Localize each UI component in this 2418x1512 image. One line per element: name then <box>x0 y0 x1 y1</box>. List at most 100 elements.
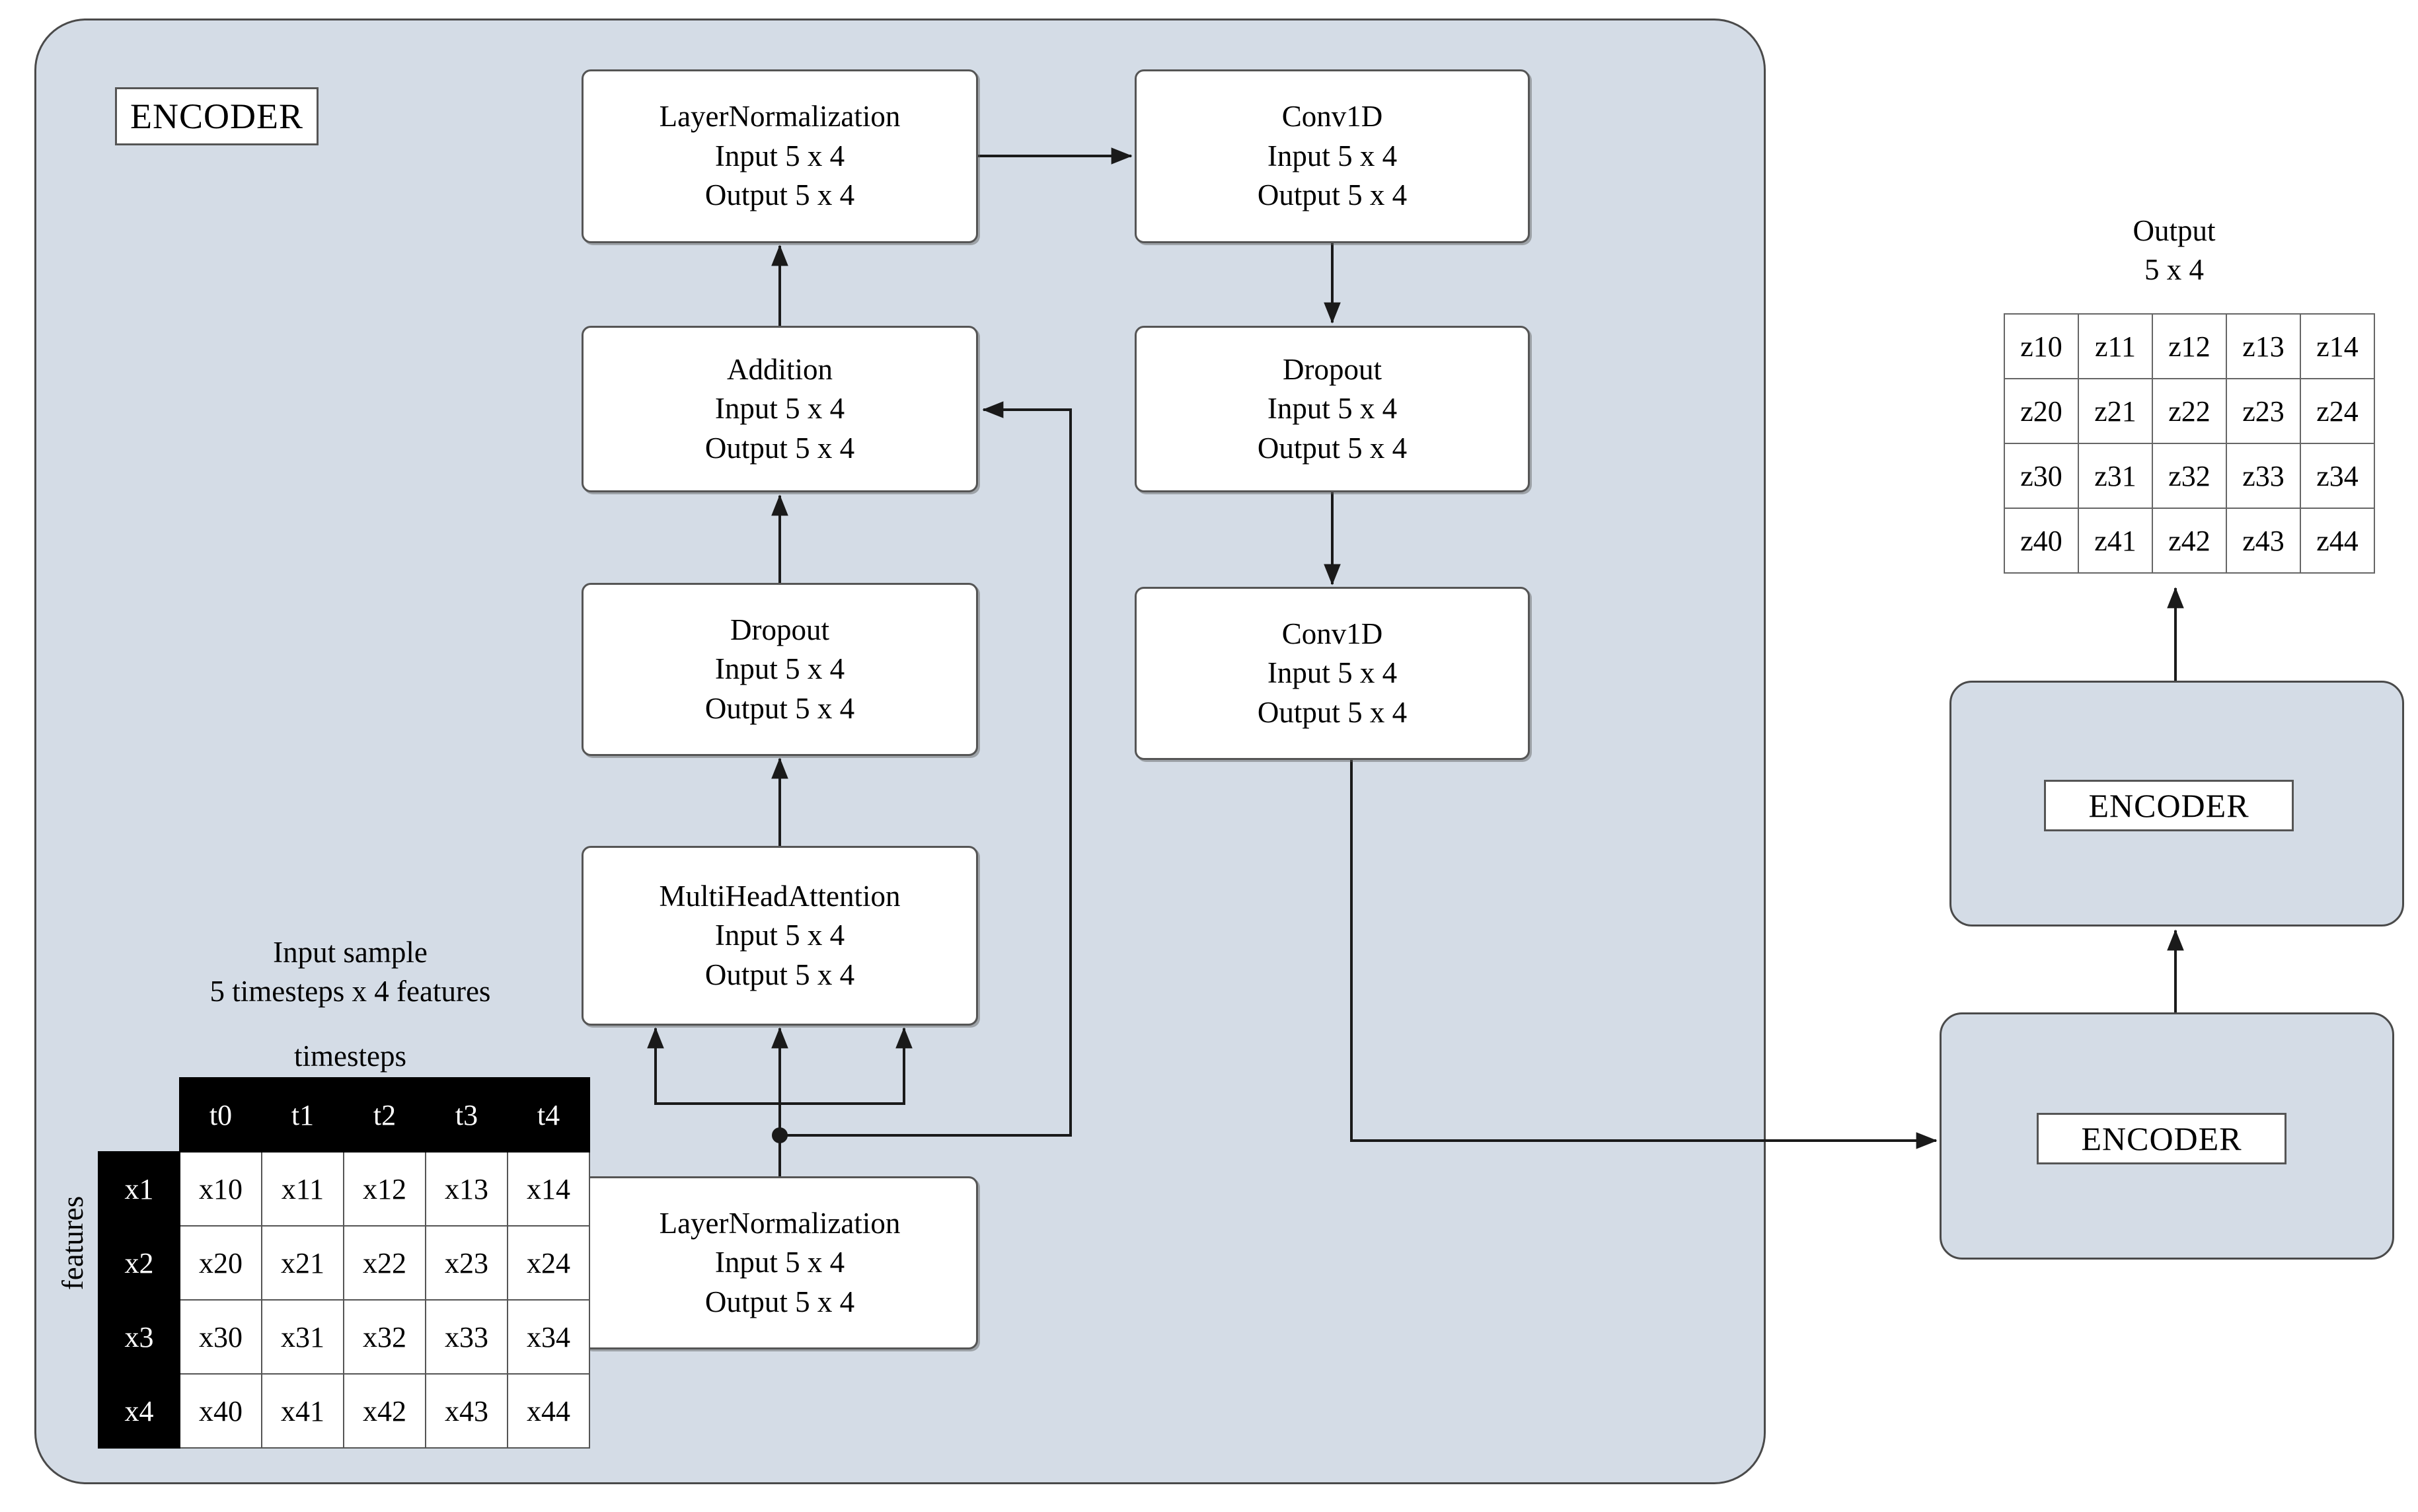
layer-input-shape: Input 5 x 4 <box>714 392 845 426</box>
output-caption-line1: Output <box>2133 214 2216 247</box>
layer-output-shape: Output 5 x 4 <box>704 1285 855 1318</box>
input-table-cell: x11 <box>261 1151 344 1227</box>
layer-input-shape: Input 5 x 4 <box>1267 392 1398 426</box>
input-table-cell: x34 <box>507 1299 590 1375</box>
layer-output-shape: Output 5 x 4 <box>704 958 855 991</box>
input-table-cell: x32 <box>343 1299 426 1375</box>
input-table-col-header-3: t3 <box>425 1077 508 1153</box>
input-sample-caption-line2: 5 timesteps x 4 features <box>209 975 491 1008</box>
input-table-cell: x13 <box>425 1151 508 1227</box>
input-table-col-header-4: t4 <box>507 1077 590 1153</box>
output-table-cell: z40 <box>2004 508 2079 574</box>
layer-title: Conv1D <box>1281 100 1383 133</box>
output-table-cell: z12 <box>2152 313 2227 379</box>
layer-input-shape: Input 5 x 4 <box>714 919 845 952</box>
input-table-cell: x30 <box>179 1299 262 1375</box>
output-table-cell: z30 <box>2004 443 2079 509</box>
output-table-cell: z23 <box>2226 378 2301 444</box>
input-table-corner <box>98 1078 180 1152</box>
input-table-cell: x24 <box>507 1225 590 1301</box>
layer-input-shape: Input 5 x 4 <box>714 652 845 686</box>
output-table-cell: z32 <box>2152 443 2227 509</box>
layer-title: MultiHeadAttention <box>659 879 901 913</box>
input-sample-caption: Input sample 5 timesteps x 4 features <box>165 933 535 1012</box>
layer-box-dropout-right[interactable]: Dropout Input 5 x 4 Output 5 x 4 <box>1135 326 1530 492</box>
encoder-main-tag: ENCODER <box>115 87 319 145</box>
layer-box-conv1d-bottom[interactable]: Conv1D Input 5 x 4 Output 5 x 4 <box>1135 587 1530 760</box>
layer-input-shape: Input 5 x 4 <box>714 1246 845 1279</box>
layer-box-multiheadattention[interactable]: MultiHeadAttention Input 5 x 4 Output 5 … <box>582 846 978 1026</box>
output-table-cell: z24 <box>2300 378 2375 444</box>
encoder-stack-top-tag: ENCODER <box>2044 780 2294 831</box>
input-table-cell: x12 <box>343 1151 426 1227</box>
layer-title: Conv1D <box>1281 617 1383 650</box>
layer-box-addition[interactable]: Addition Input 5 x 4 Output 5 x 4 <box>582 326 978 492</box>
layer-box-layernorm-top[interactable]: LayerNormalization Input 5 x 4 Output 5 … <box>582 69 978 243</box>
layer-input-shape: Input 5 x 4 <box>1267 139 1398 172</box>
output-table-cell: z44 <box>2300 508 2375 574</box>
layer-output-shape: Output 5 x 4 <box>1257 431 1408 465</box>
input-table-cell: x14 <box>507 1151 590 1227</box>
layer-title: Addition <box>726 352 833 386</box>
layer-title: LayerNormalization <box>659 100 901 133</box>
output-table-cell: z20 <box>2004 378 2079 444</box>
output-table-cell: z10 <box>2004 313 2079 379</box>
input-table-cell: x43 <box>425 1373 508 1449</box>
output-table-cell: z14 <box>2300 313 2375 379</box>
output-table-cell: z21 <box>2078 378 2153 444</box>
output-table-cell: z43 <box>2226 508 2301 574</box>
input-table-row-header-2: x3 <box>98 1299 180 1375</box>
input-table-cell: x33 <box>425 1299 508 1375</box>
layer-input-shape: Input 5 x 4 <box>714 139 845 172</box>
output-caption-line2: 5 x 4 <box>2144 253 2204 287</box>
input-table-cell: x20 <box>179 1225 262 1301</box>
encoder-stack-bottom-tag: ENCODER <box>2037 1113 2286 1164</box>
input-table-col-header-0: t0 <box>179 1077 262 1153</box>
input-table-cell: x21 <box>261 1225 344 1301</box>
output-table-cell: z11 <box>2078 313 2153 379</box>
input-table-col-header-1: t1 <box>261 1077 344 1153</box>
output-caption: Output 5 x 4 <box>1976 211 2372 290</box>
input-table-col-header-2: t2 <box>343 1077 426 1153</box>
input-table-cell: x23 <box>425 1225 508 1301</box>
input-table-row-header-3: x4 <box>98 1373 180 1449</box>
output-table-cell: z42 <box>2152 508 2227 574</box>
input-table-cell: x10 <box>179 1151 262 1227</box>
output-table-cell: z22 <box>2152 378 2227 444</box>
input-timesteps-axis-label: timesteps <box>294 1040 406 1073</box>
input-table-cell: x40 <box>179 1373 262 1449</box>
input-table-cell: x31 <box>261 1299 344 1375</box>
output-table-cell: z13 <box>2226 313 2301 379</box>
input-table-row-header-0: x1 <box>98 1151 180 1227</box>
input-table-cell: x44 <box>507 1373 590 1449</box>
output-table-cell: z41 <box>2078 508 2153 574</box>
layer-box-layernorm-bottom[interactable]: LayerNormalization Input 5 x 4 Output 5 … <box>582 1176 978 1349</box>
layer-box-dropout-left[interactable]: Dropout Input 5 x 4 Output 5 x 4 <box>582 583 978 756</box>
layer-output-shape: Output 5 x 4 <box>704 431 855 465</box>
input-table-cell: x42 <box>343 1373 426 1449</box>
input-table-row-header-1: x2 <box>98 1225 180 1301</box>
layer-output-shape: Output 5 x 4 <box>704 178 855 212</box>
layer-box-conv1d-top[interactable]: Conv1D Input 5 x 4 Output 5 x 4 <box>1135 69 1530 243</box>
output-table-cell: z31 <box>2078 443 2153 509</box>
input-table-cell: x22 <box>343 1225 426 1301</box>
input-sample-caption-line1: Input sample <box>273 936 428 969</box>
layer-output-shape: Output 5 x 4 <box>1257 695 1408 729</box>
layer-output-shape: Output 5 x 4 <box>1257 178 1408 212</box>
layer-title: LayerNormalization <box>659 1206 901 1240</box>
input-table-cell: x41 <box>261 1373 344 1449</box>
layer-title: Dropout <box>730 613 829 646</box>
layer-input-shape: Input 5 x 4 <box>1267 656 1398 690</box>
layer-output-shape: Output 5 x 4 <box>704 691 855 725</box>
